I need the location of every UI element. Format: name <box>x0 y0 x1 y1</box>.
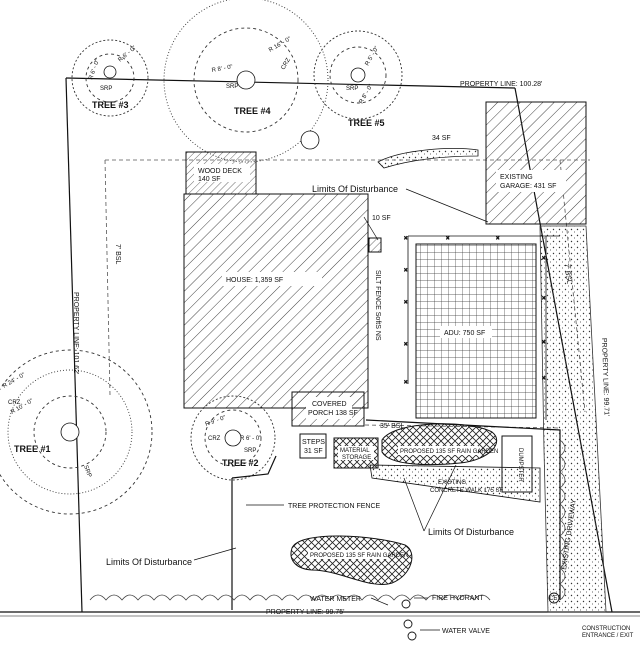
bsl-mid-label: 35' BSL <box>380 423 404 430</box>
tree-5-radius-outer: R 8' - 0" <box>359 84 375 105</box>
existing-driveway <box>539 225 607 613</box>
ce-symbol: CE <box>549 596 557 602</box>
porch-label-2: PORCH 138 SF <box>308 410 358 417</box>
tree-2-srp: SRP <box>244 448 256 454</box>
walk-label-1: EXISTING <box>438 480 466 486</box>
svg-text:×: × <box>404 236 408 242</box>
lod-mid-label: Limits Of Disturbance <box>428 527 514 537</box>
tree-1-srp: SRP <box>82 465 92 479</box>
svg-text:×: × <box>542 340 546 346</box>
concrete-walk <box>369 464 541 503</box>
svg-text:×: × <box>542 376 546 382</box>
dumpster-label: DUMPSTER <box>517 448 523 482</box>
tree-5-srp: SRP <box>346 86 358 92</box>
area-34sf <box>377 148 479 169</box>
tree-3-label: TREE #3 <box>92 100 129 110</box>
tree-3-srp: SRP <box>100 86 112 92</box>
silt-fence-label: SILT FENCE SoftS NS <box>374 270 381 341</box>
svg-text:×: × <box>404 268 408 274</box>
lod-top-label: Limits Of Disturbance <box>312 184 398 194</box>
utility-symbols <box>401 592 560 641</box>
svg-text:×: × <box>404 380 408 386</box>
rain-garden-lower <box>290 535 413 585</box>
property-line-top: PROPERTY LINE: 100.28' <box>460 81 542 88</box>
svg-text:×: × <box>404 342 408 348</box>
porch-label-1: COVERED <box>312 401 347 408</box>
sf34-label: 34 SF <box>432 135 451 142</box>
steps-label-1: STEPS <box>302 439 325 446</box>
house-label: HOUSE: 1,359 SF <box>226 277 283 284</box>
svg-text:×: × <box>542 296 546 302</box>
shrub-hedge <box>89 439 566 601</box>
wood-deck-label-2: 140 SF <box>198 176 221 183</box>
steps <box>299 433 327 459</box>
tree-3-radius-inner: R 6' - 0" <box>117 45 137 63</box>
tree-fence-label: TREE PROTECTION FENCE <box>288 503 381 510</box>
storage-label-2: STORAGE <box>342 455 371 461</box>
property-line-left: PROPERTY LINE: 101.62' <box>72 292 79 374</box>
tree-5-label: TREE #5 <box>348 118 385 128</box>
lod-left-label: Limits Of Disturbance <box>106 557 192 567</box>
property-line-right: PROPERTY LINE: 99.71' <box>600 338 610 417</box>
tree-1-crz: CRZ <box>8 400 21 406</box>
text-layer: TREE #1 R 24' - 0" R 10' - 0" CRZ SRP TR… <box>2 36 634 639</box>
limits-of-disturbance-boundary <box>231 419 561 610</box>
tree-2-radius-outer: R 9' - 0" <box>205 415 227 428</box>
tree-2-label: TREE #2 <box>222 458 259 468</box>
rain-garden-1-label: PROPOSED 135 SF RAIN GARDEN <box>400 449 498 455</box>
rain-garden-2-label: PROPOSED 135 SF RAIN GARDEN <box>310 553 408 559</box>
leader-lines <box>193 188 489 631</box>
svg-text:×: × <box>496 236 500 242</box>
tree-4-radius-inner: R 8' - 0" <box>211 64 233 74</box>
property-line-bottom: PROPERTY LINE: 99.75' <box>266 609 345 616</box>
tree-2-crz: CRZ <box>208 436 221 442</box>
svg-text:×: × <box>446 236 450 242</box>
construction-entrance-2: ENTRANCE / EXIT <box>582 633 634 639</box>
water-valve-label: WATER VALVE <box>442 628 490 635</box>
wood-deck-label-1: WOOD DECK <box>198 168 242 175</box>
walk-label-2: CONCRETE WALK 175 SF <box>430 488 503 494</box>
water-meter-label: WATER METER <box>310 596 361 603</box>
area-10sf <box>368 237 382 253</box>
tree-3-radius-outer: R 6' - 0" <box>88 59 101 81</box>
fire-hydrant-label: FIRE HYDRANT <box>432 595 484 602</box>
existing-garage <box>485 101 587 225</box>
tree-4-crz: CRZ <box>281 57 293 71</box>
tree-1-label: TREE #1 <box>14 444 51 454</box>
steps-label-2: 31 SF <box>304 448 323 455</box>
tree-2-radius-inner: R 6' - 0" <box>240 436 261 442</box>
garage-label-2: GARAGE: 431 SF <box>500 183 556 190</box>
svg-text:×: × <box>404 300 408 306</box>
tree-4-srp: SRP <box>226 84 238 90</box>
tree-4-radius-outer: R 16' - 0" <box>268 36 292 54</box>
house <box>183 193 369 409</box>
tree-4-label: TREE #4 <box>234 106 271 116</box>
silt-fence: × × × × × × × × × × × <box>404 235 560 420</box>
tree-trunks <box>60 65 366 447</box>
bsl-right-label: 7' BSL <box>562 263 572 284</box>
construction-entrance-1: CONSTRUCTION <box>582 626 630 632</box>
bsl-left-label: 7' BSL <box>114 244 121 265</box>
adu-label: ADU: 750 SF <box>444 330 485 337</box>
sf10-label: 10 SF <box>372 215 391 222</box>
svg-text:×: × <box>542 256 546 262</box>
storage-label-1: MATERIAL <box>340 448 370 454</box>
garage-label-1: EXISTING <box>500 174 533 181</box>
